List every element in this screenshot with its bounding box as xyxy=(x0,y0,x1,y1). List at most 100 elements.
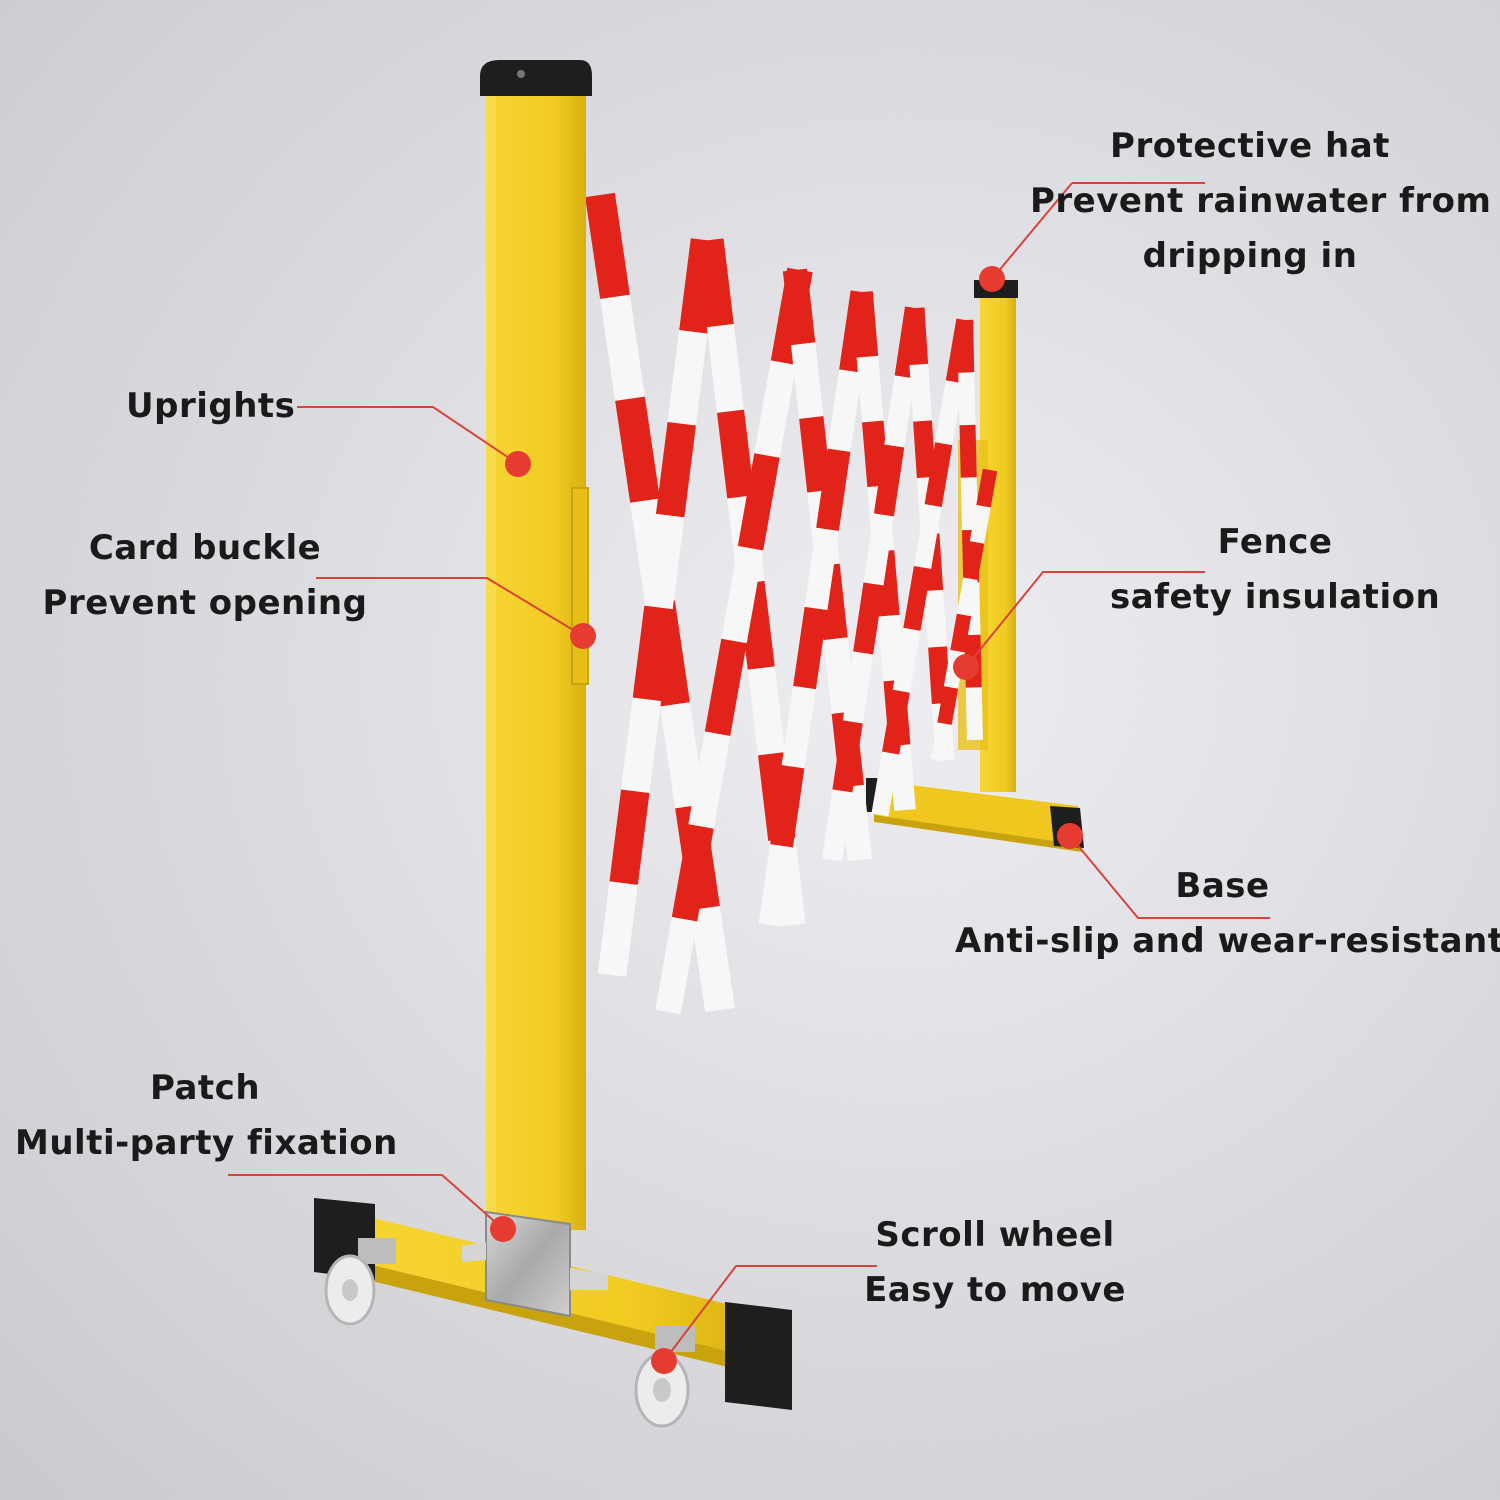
dot-uprights xyxy=(505,451,531,477)
dot-protective-hat xyxy=(979,266,1005,292)
fence-bar-segment xyxy=(822,789,853,862)
fence-bar-segment xyxy=(928,646,951,705)
fence-bar-segment xyxy=(615,396,660,503)
fence-bar-segment xyxy=(827,369,862,452)
fence-bar-segment xyxy=(935,380,963,446)
dot-base xyxy=(1057,823,1083,849)
fence-bar-segment xyxy=(747,666,786,756)
fence-bar-segment xyxy=(597,881,638,977)
fence-bar-segment xyxy=(965,687,983,741)
fence-bar-segment xyxy=(799,416,832,493)
fence-bar-segment xyxy=(913,504,942,569)
fence-bar-segment xyxy=(721,545,764,644)
callout-fence: Fence safety insulation xyxy=(1110,522,1440,618)
fence-bar-segment xyxy=(892,627,921,693)
fence-bar-segment xyxy=(781,685,816,769)
fence-bar-segment xyxy=(863,513,894,586)
fence-bar-segment xyxy=(655,916,698,1015)
fence-bar-segment xyxy=(754,360,797,458)
callout-patch: Patch Multi-party fixation xyxy=(15,1068,398,1164)
fence-bar-segment xyxy=(667,330,708,426)
fence-bar-segment xyxy=(861,420,889,488)
fence-bar-segment xyxy=(851,291,879,358)
callout-scroll-wheel: Scroll wheel Easy to move xyxy=(860,1215,1130,1311)
fence-bar-segment xyxy=(660,702,705,809)
fence-bar-segment xyxy=(790,342,824,419)
base-title: Base xyxy=(1175,866,1270,906)
fence-bar-segment xyxy=(644,513,685,610)
protective-cap xyxy=(480,60,592,96)
dot-patch xyxy=(490,1216,516,1242)
fence-bar-segment xyxy=(782,268,816,346)
fence-bar-segment xyxy=(963,541,985,581)
fence-bar-segment xyxy=(823,637,856,714)
fence-bar-segment xyxy=(853,582,884,655)
fence-bar-segment xyxy=(770,765,805,848)
callout-protective-hat: Protective hat Prevent rainwater from dr… xyxy=(1030,126,1491,276)
left-caster-wheel xyxy=(324,1238,396,1326)
fence-bar-segment xyxy=(716,409,755,499)
callout-base: Base Anti-slip and wear-resistant xyxy=(955,866,1500,962)
fence-bar-segment xyxy=(924,589,947,648)
fence-bar-segment xyxy=(655,421,696,518)
fence-bar-segment xyxy=(609,789,650,885)
fence-bar-segment xyxy=(690,905,735,1013)
base-line1: Anti-slip and wear-resistant xyxy=(955,920,1500,961)
fence-bar-segment xyxy=(976,468,998,508)
fence-bar-segment xyxy=(758,844,793,927)
fence-bar-segment xyxy=(873,444,905,517)
card-buckle-latch xyxy=(571,487,589,685)
fence-bar-segment xyxy=(832,720,863,793)
fence-bar-segment xyxy=(957,319,975,373)
fence-bar-segment xyxy=(924,442,953,508)
fence-bar-segment xyxy=(884,375,915,448)
fence-bar-segment xyxy=(937,686,959,726)
fence-bar-segment xyxy=(706,324,745,413)
scroll-wheel-title: Scroll wheel xyxy=(875,1215,1115,1255)
fence-bar-segment xyxy=(878,614,906,682)
card-buckle-title: Card buckle xyxy=(88,528,322,568)
fence-bar-segment xyxy=(816,448,851,532)
fence-bar-segment xyxy=(804,527,839,611)
fence-bar-segment xyxy=(888,744,916,811)
fence-bar-segment xyxy=(585,192,630,300)
fence-bar-segment xyxy=(688,731,731,829)
protective-hat-line2: dripping in xyxy=(1142,235,1358,276)
fence-title: Fence xyxy=(1217,522,1333,562)
fence-bar-segment xyxy=(696,238,734,328)
dot-scroll-wheel xyxy=(651,1348,677,1374)
patch-title: Patch xyxy=(149,1068,261,1108)
card-buckle-line1: Prevent opening xyxy=(42,582,368,623)
fence-bar-segment xyxy=(959,424,977,478)
fence-bar-segment xyxy=(856,355,884,423)
fence-bar-segment xyxy=(956,577,978,617)
fence-bar-segment xyxy=(950,613,972,653)
fence-bar-segment xyxy=(905,307,929,366)
fence-bar-segment xyxy=(913,420,936,479)
callout-dots xyxy=(490,266,1083,1374)
fence-bar-segment xyxy=(632,605,673,702)
leader-lines xyxy=(228,182,1270,1362)
scroll-wheel-line1: Easy to move xyxy=(864,1269,1126,1310)
fence-bar-segment xyxy=(969,504,991,544)
right-end-cap xyxy=(725,1302,792,1410)
protective-hat-title: Protective hat xyxy=(1110,126,1390,166)
fence-bar-segment xyxy=(839,784,873,862)
dot-fence xyxy=(953,654,979,680)
fence-bar-segment xyxy=(930,722,952,762)
fence-bar-segment xyxy=(903,566,932,631)
uprights-title: Uprights xyxy=(126,386,296,426)
fence-bar-segment xyxy=(871,751,900,817)
scissor-fence xyxy=(585,192,998,1015)
fence-bar-segment xyxy=(737,453,780,551)
fence-bar-segment xyxy=(882,689,910,755)
fence-bar-segment xyxy=(958,372,976,426)
patch-line1: Multi-party fixation xyxy=(15,1122,398,1163)
fence-bar-segment xyxy=(909,363,932,422)
fence-bar-segment xyxy=(793,606,828,690)
fence-bar-segment xyxy=(600,294,645,401)
fence-line1: safety insulation xyxy=(1110,576,1441,617)
fence-bar-segment xyxy=(960,477,978,531)
fence-bar-segment xyxy=(704,638,747,737)
